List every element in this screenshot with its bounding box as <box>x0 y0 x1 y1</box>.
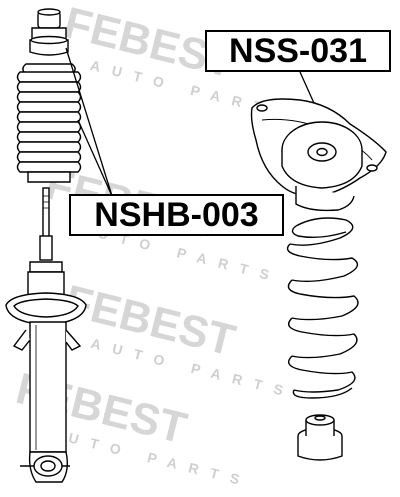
leader-line-bump-stop <box>65 47 113 197</box>
spring-seat <box>297 414 343 461</box>
leader-line-dust-boot <box>77 119 113 197</box>
coil-spring <box>286 217 359 399</box>
dust-boot <box>16 63 82 183</box>
shock-absorber <box>5 187 87 483</box>
part-label-nshb-003: NSHB-003 <box>69 194 284 236</box>
bump-stop <box>29 8 69 56</box>
strut-mount <box>250 98 387 212</box>
part-label-nss-031: NSS-031 <box>205 30 391 72</box>
